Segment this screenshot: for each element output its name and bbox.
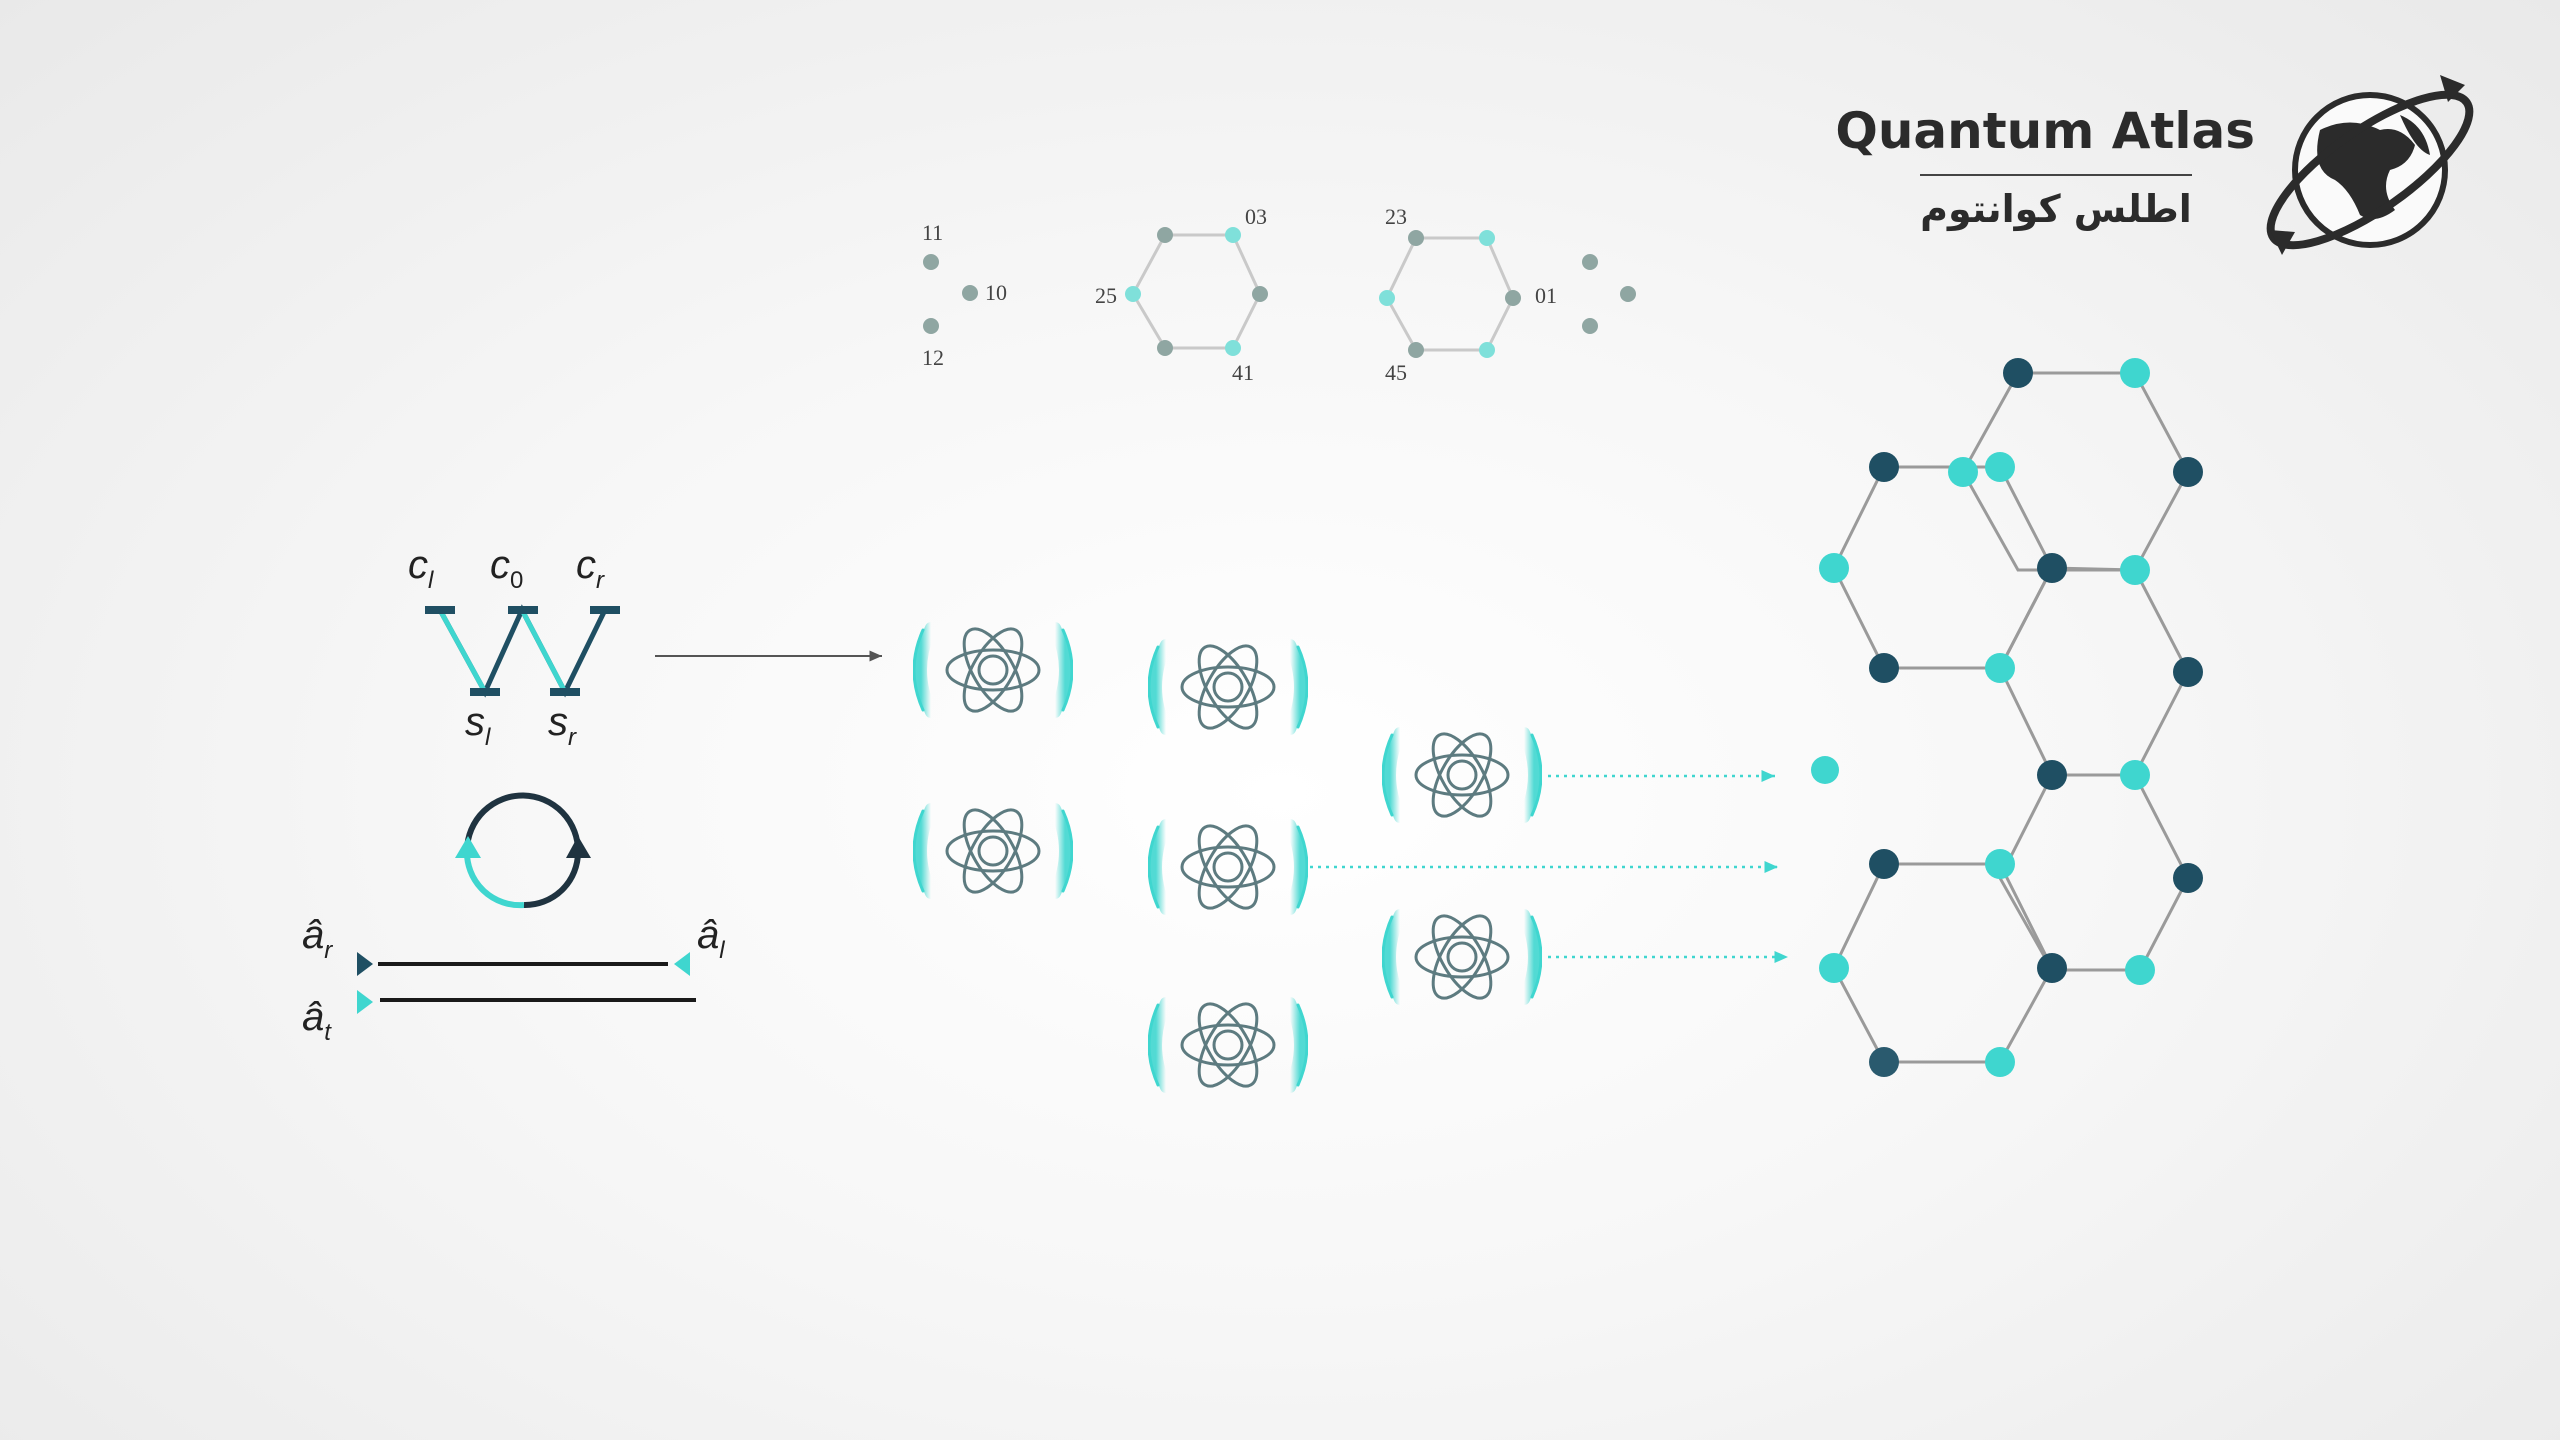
node — [962, 285, 978, 301]
label-25: 25 — [1095, 283, 1117, 308]
top-graphs: 11 10 12 03 25 41 23 01 — [922, 204, 1636, 385]
node — [2120, 555, 2150, 585]
dotted-links — [1310, 756, 1839, 963]
node — [1582, 318, 1598, 334]
node — [1479, 342, 1495, 358]
node — [1620, 286, 1636, 302]
node — [1408, 230, 1424, 246]
node — [1157, 340, 1173, 356]
label-a-l: âl — [697, 913, 725, 964]
node — [1819, 953, 1849, 983]
atom-icon — [1149, 637, 1307, 737]
node — [1408, 342, 1424, 358]
label-45: 45 — [1385, 360, 1407, 385]
atom-icon — [1149, 995, 1307, 1095]
node — [1225, 227, 1241, 243]
node — [1125, 286, 1141, 302]
label-c-l: cl — [408, 543, 434, 594]
hexagonal-lattice — [1819, 358, 2203, 1077]
triangle-marker — [357, 990, 373, 1014]
globe-orbit-icon — [2266, 75, 2474, 255]
node — [1252, 286, 1268, 302]
node — [1811, 756, 1839, 784]
label-41: 41 — [1232, 360, 1254, 385]
node — [1869, 1047, 1899, 1077]
triangle-marker — [357, 952, 373, 976]
hexagon-b: 23 01 45 — [1379, 204, 1557, 385]
node — [1225, 340, 1241, 356]
three-node-cluster-right — [1582, 254, 1636, 334]
node — [1505, 290, 1521, 306]
node — [923, 254, 939, 270]
label-s-l: sl — [465, 700, 491, 751]
brand-name-fa: اطلس کوانتوم — [1920, 187, 2192, 232]
atom-icon — [914, 620, 1072, 720]
node — [1869, 452, 1899, 482]
label-01: 01 — [1535, 283, 1557, 308]
node — [1985, 452, 2015, 482]
node — [1985, 1047, 2015, 1077]
node — [1869, 653, 1899, 683]
operator-lines: âr âl ât — [302, 913, 725, 1046]
node — [2125, 955, 2155, 985]
three-node-cluster-left: 11 10 12 — [922, 220, 1007, 370]
node — [2037, 553, 2067, 583]
node — [2037, 953, 2067, 983]
triangle-marker — [674, 952, 690, 976]
w-level-diagram: cl c0 cr sl sr — [408, 543, 620, 751]
node — [1985, 653, 2015, 683]
cycle-arrows-icon — [455, 792, 591, 909]
node — [1157, 227, 1173, 243]
atom-icon — [1149, 817, 1307, 917]
brand-name-en: Quantum Atlas — [1835, 102, 2255, 160]
atom-icon — [1383, 725, 1541, 825]
node — [2173, 657, 2203, 687]
node — [1819, 553, 1849, 583]
atom-icon — [914, 801, 1072, 901]
node — [1582, 254, 1598, 270]
node — [1869, 849, 1899, 879]
label-a-t: ât — [302, 995, 332, 1046]
label-c-0: c0 — [490, 543, 523, 594]
label-12: 12 — [922, 345, 944, 370]
atom-array — [914, 620, 1541, 1095]
atom-icon — [1383, 907, 1541, 1007]
label-11: 11 — [922, 220, 943, 245]
label-10: 10 — [985, 280, 1007, 305]
node — [2037, 760, 2067, 790]
label-03: 03 — [1245, 204, 1267, 229]
node — [1985, 849, 2015, 879]
brand-block: Quantum Atlas اطلس کوانتوم — [1835, 75, 2474, 255]
node — [1379, 290, 1395, 306]
node — [2003, 358, 2033, 388]
label-c-r: cr — [576, 543, 605, 594]
label-s-r: sr — [548, 700, 577, 751]
label-a-r: âr — [302, 913, 333, 964]
hexagon-a: 03 25 41 — [1095, 204, 1268, 385]
node — [2120, 358, 2150, 388]
node — [1948, 457, 1978, 487]
label-23: 23 — [1385, 204, 1407, 229]
node — [2173, 863, 2203, 893]
node — [1479, 230, 1495, 246]
node — [2173, 457, 2203, 487]
node — [923, 318, 939, 334]
node — [2120, 760, 2150, 790]
